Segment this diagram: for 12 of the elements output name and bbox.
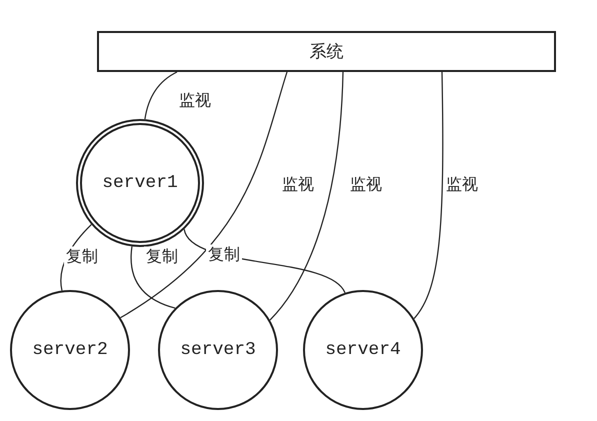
- connector-line: [120, 72, 288, 318]
- edge-label: 复制: [64, 246, 100, 268]
- node-label: 系统: [310, 42, 344, 63]
- connector-line: [414, 72, 444, 319]
- node-label: server3: [180, 340, 256, 360]
- system-box: [97, 31, 556, 72]
- connector-line: [270, 72, 344, 320]
- node-label: server1: [102, 173, 178, 193]
- connector-line: [144, 71, 178, 120]
- node-label: server2: [32, 340, 108, 360]
- node-label: server4: [325, 340, 401, 360]
- connector-line: [130, 246, 176, 309]
